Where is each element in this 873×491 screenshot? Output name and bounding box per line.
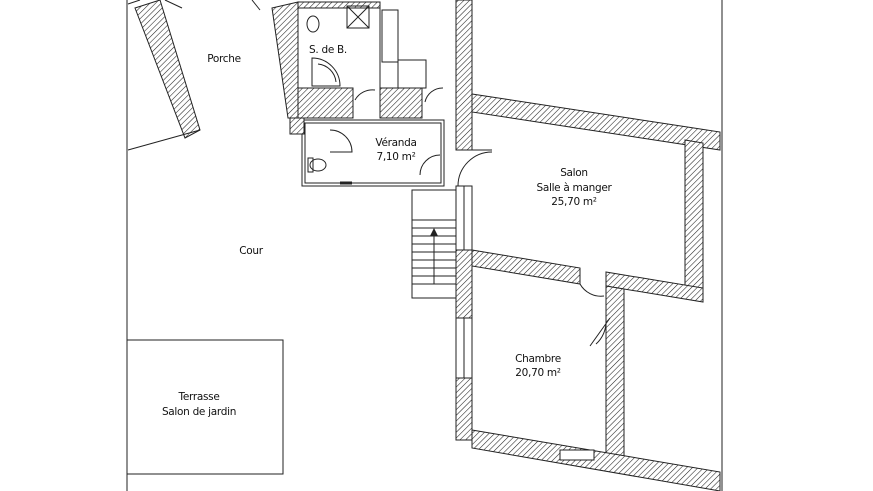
veranda-walls — [289, 117, 445, 187]
salon-area: 25,70 m² — [551, 196, 597, 208]
house-walls — [455, 0, 721, 491]
staircase — [411, 189, 457, 299]
cour-label: Cour — [239, 245, 264, 257]
porche-label: Porche — [207, 53, 241, 65]
terrasse-subtitle: Salon de jardin — [162, 406, 236, 418]
salon-label: Salon — [560, 167, 588, 179]
veranda-area: 7,10 m² — [376, 151, 415, 163]
porche-structure — [127, 0, 261, 151]
salon-subtitle: Salle à manger — [536, 182, 612, 194]
terrasse-area — [126, 339, 284, 475]
chambre-area: 20,70 m² — [515, 367, 561, 379]
terrasse-label: Terrasse — [178, 391, 220, 403]
bathroom-walls — [271, 1, 444, 119]
bathroom-label: S. de B. — [309, 44, 347, 56]
chambre-label: Chambre — [515, 353, 561, 365]
veranda-label: Véranda — [375, 137, 416, 149]
